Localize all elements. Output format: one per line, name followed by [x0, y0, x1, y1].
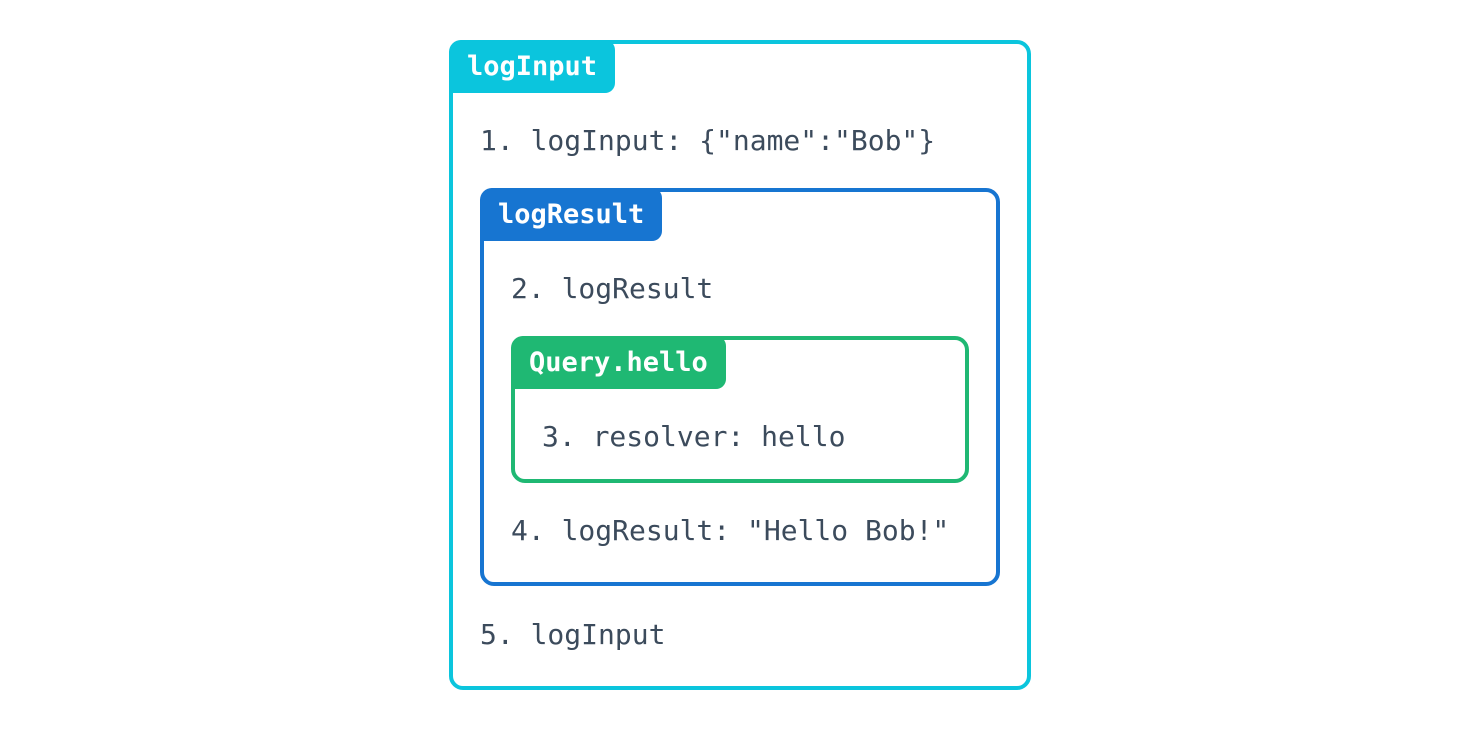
step-3-resolver: 3. resolver: hello	[542, 420, 846, 453]
query-hello-box-body: 3. resolver: hello	[515, 389, 965, 479]
step-4-logresult-after: 4. logResult: "Hello Bob!"	[511, 514, 950, 547]
logresult-tab-label: logResult	[480, 188, 663, 241]
query-hello-box: Query.hello 3. resolver: hello	[511, 336, 969, 483]
step-2-logresult-before: 2. logResult	[511, 272, 714, 305]
query-hello-tab-label: Query.hello	[511, 336, 726, 389]
step-5-loginput-after: 5. logInput	[480, 618, 666, 651]
logresult-box-body: 2. logResult Query.hello 3. resolver: he…	[484, 241, 996, 582]
step-1-loginput-before: 1. logInput: {"name":"Bob"}	[480, 124, 936, 157]
loginput-box: logInput 1. logInput: {"name":"Bob"} log…	[449, 40, 1031, 690]
loginput-box-body: 1. logInput: {"name":"Bob"} logResult 2.…	[453, 93, 1027, 686]
loginput-tab-label: logInput	[449, 40, 616, 93]
logresult-box: logResult 2. logResult Query.hello 3. re…	[480, 188, 1000, 586]
